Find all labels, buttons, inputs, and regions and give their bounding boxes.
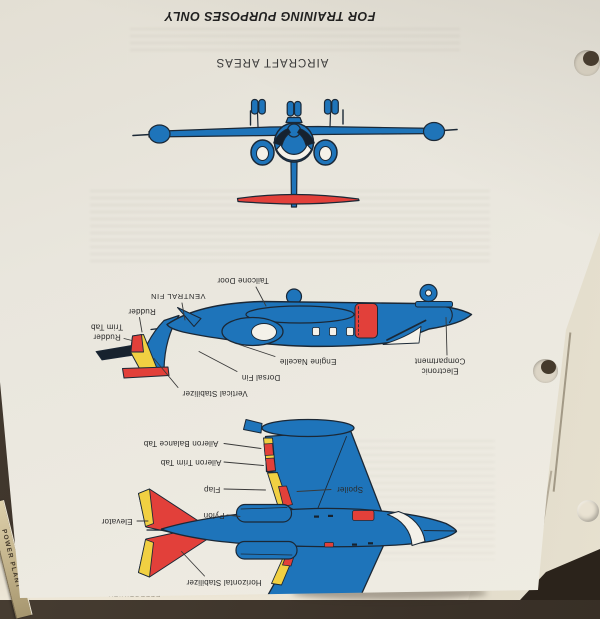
binder-hole-behind — [577, 500, 599, 522]
label-ventral-fin: VENTRAL FIN — [150, 291, 206, 301]
label-tailcone-door: Tailcone Door — [217, 275, 269, 285]
main-gear-wheel — [250, 98, 259, 115]
windshield-front — [275, 143, 313, 161]
label-horizontal-stabilizer: Horizontal Stabilizer — [186, 577, 262, 587]
label-aileron-balance-tab: Aileron Balance Tab — [143, 438, 219, 448]
leader-lines-plan — [136, 443, 332, 577]
leader-lines-side — [123, 286, 448, 388]
label-electronic-compartment: Electronic Compartment — [414, 357, 466, 376]
cabin-window — [312, 327, 320, 336]
plan-view-diagram — [136, 418, 458, 598]
wing-side — [245, 305, 355, 324]
tip-tank-plan — [261, 418, 355, 438]
fin-tip-cap — [122, 366, 170, 379]
aileron-balance-tab-plan — [263, 443, 274, 456]
label-spoiler: Spoiler — [336, 484, 364, 494]
label-pylon: Pylon — [203, 510, 225, 520]
spoiler-plan — [278, 485, 293, 507]
engine-nacelle-plan — [235, 540, 298, 560]
aileron-trim-tab-plan — [265, 457, 276, 472]
tip-tank-left — [148, 124, 171, 144]
cabin-window — [329, 327, 337, 336]
elevator-plan — [138, 488, 154, 527]
tip-tank-fin — [243, 419, 263, 434]
label-rudder: Rudder — [128, 306, 156, 316]
label-aileron-trim-tab: Aileron Trim Tab — [160, 457, 222, 467]
cabin-door-side — [354, 303, 378, 339]
nose-gear-wheel — [293, 100, 302, 117]
windshield-plan — [386, 510, 426, 547]
main-gear-wheel — [258, 98, 266, 115]
elevator-plan — [138, 539, 154, 578]
binder-hole — [574, 50, 600, 76]
aircraft-diagrams — [95, 98, 473, 598]
label-dorsal-fin: Dorsal Fin — [241, 372, 281, 382]
cabin-window — [346, 327, 354, 336]
tip-tank-right — [422, 121, 446, 142]
label-elevator: Elevator — [101, 516, 133, 526]
label-flap: Flap — [203, 484, 221, 494]
escape-hatch-plan — [352, 510, 375, 521]
label-engine-nacelle: Engine Nacelle — [279, 356, 337, 366]
binder-hole — [533, 359, 558, 383]
manual-page: FOR TRAINING PURPOSES ONLY AIRCRAFT AREA… — [0, 0, 600, 598]
nose-gear-wheel — [286, 100, 295, 117]
horizontal-stabilizer-front — [236, 193, 360, 205]
label-vertical-stabilizer: Vertical Stabilizer — [182, 388, 248, 398]
side-view-diagram — [95, 283, 473, 388]
main-gear-wheel — [331, 98, 339, 115]
main-gear-wheel — [323, 98, 332, 115]
rudder-trim-tab-side — [130, 334, 144, 353]
front-view-diagram — [132, 98, 458, 208]
engine-nacelle-plan — [235, 503, 293, 523]
label-rudder-trim-tab: Rudder Trim Tab — [90, 323, 124, 342]
